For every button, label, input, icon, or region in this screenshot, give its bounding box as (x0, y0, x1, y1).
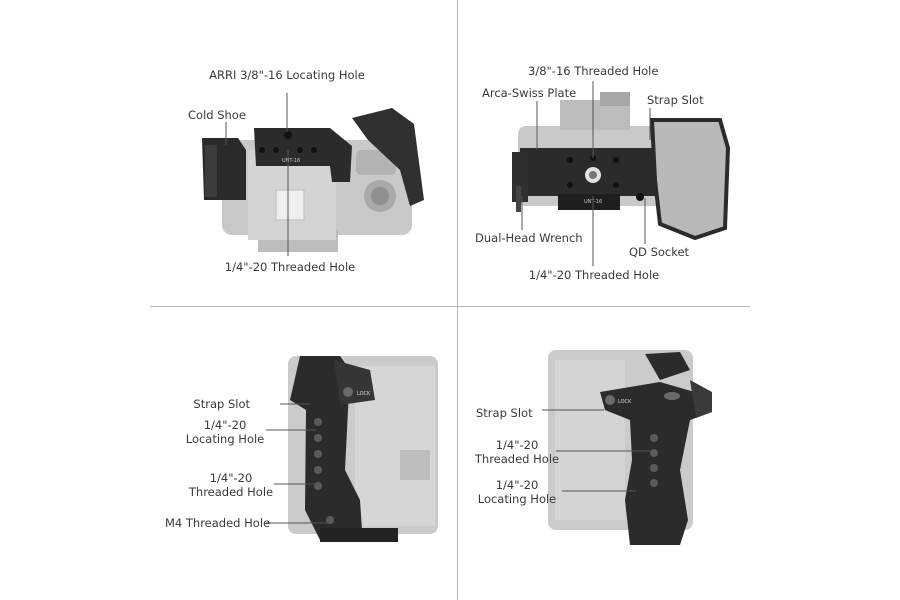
label-qd-socket: QD Socket (629, 245, 690, 259)
label-locating-hole-left-line2: Locating Hole (185, 432, 265, 446)
label-threaded-hole-left-line2: Threaded Hole (188, 485, 274, 499)
label-locating-hole-right-line1: 1/4"-20 (495, 478, 539, 492)
label-threaded-hole-bottom: 1/4"-20 Threaded Hole (224, 260, 356, 274)
label-strap-slot-right: Strap Slot (476, 406, 533, 420)
brand-engraving-top: UNT-16 (282, 158, 300, 164)
label-strap-slot-top: Strap Slot (647, 93, 704, 107)
label-strap-slot-left: Strap Slot (193, 397, 250, 411)
label-cold-shoe: Cold Shoe (188, 108, 246, 122)
label-threaded-hole-right-line2: Threaded Hole (474, 452, 560, 466)
lock-engraving-right: LOCK (618, 399, 632, 405)
label-locating-hole-left-line1: 1/4"-20 (203, 418, 247, 432)
divider-vertical (457, 0, 458, 600)
label-dual-head-wrench: Dual-Head Wrench (475, 231, 583, 245)
label-locating-hole-right-line2: Locating Hole (477, 492, 557, 506)
label-threaded-hole-top: 3/8"-16 Threaded Hole (528, 64, 659, 78)
label-threaded-hole-left-line1: 1/4"-20 (209, 471, 253, 485)
label-threaded-hole-right-line1: 1/4"-20 (495, 438, 539, 452)
divider-horizontal (150, 306, 750, 307)
label-arca-swiss-plate: Arca-Swiss Plate (482, 86, 577, 100)
lock-engraving-left: LOCK (357, 391, 371, 397)
label-m4-threaded-hole: M4 Threaded Hole (165, 516, 271, 530)
label-arri-locating-hole: ARRI 3/8"-16 Locating Hole (209, 68, 365, 82)
label-threaded-hole-bottom-right: 1/4"-20 Threaded Hole (528, 268, 660, 282)
